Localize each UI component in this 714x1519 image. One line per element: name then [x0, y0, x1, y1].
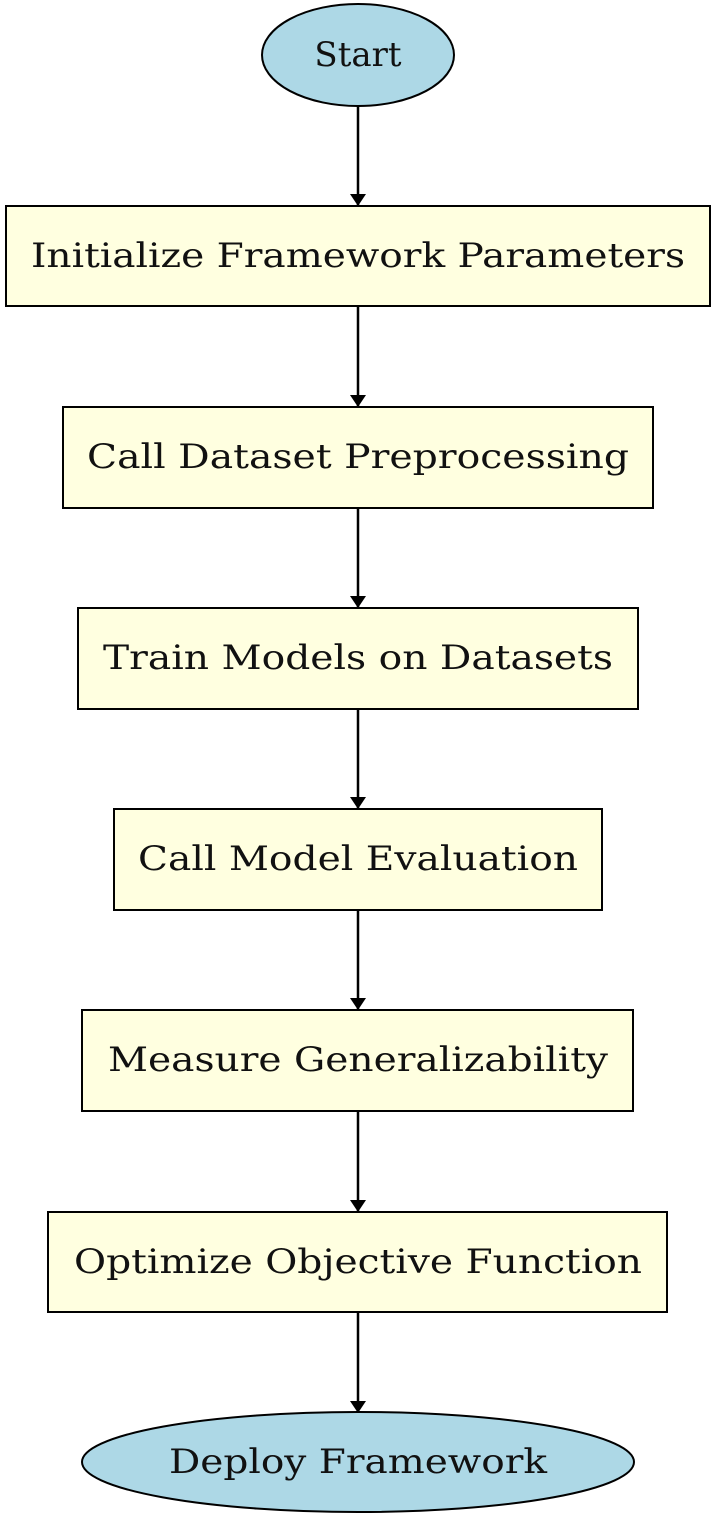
deploy-ellipse — [81, 1411, 635, 1513]
optimize-label: Optimize Objective Function — [74, 1242, 642, 1282]
start-ellipse — [261, 3, 455, 107]
node-initialize-framework-parameters: Initialize Framework Parameters — [5, 205, 711, 307]
generalize-box — [81, 1009, 634, 1112]
node-train-models-on-datasets: Train Models on Datasets — [77, 607, 639, 710]
init-box — [5, 205, 711, 307]
node-start: Start — [261, 3, 455, 107]
start-label: Start — [314, 35, 401, 75]
node-call-dataset-preprocessing: Call Dataset Preprocessing — [62, 406, 654, 509]
node-measure-generalizability: Measure Generalizability — [81, 1009, 634, 1112]
deploy-label: Deploy Framework — [169, 1442, 547, 1482]
node-call-model-evaluation: Call Model Evaluation — [113, 808, 603, 911]
node-optimize-objective-function: Optimize Objective Function — [47, 1211, 668, 1313]
node-deploy-framework: Deploy Framework — [81, 1411, 635, 1513]
init-label: Initialize Framework Parameters — [31, 236, 685, 276]
optimize-box — [47, 1211, 668, 1313]
preprocess-box — [62, 406, 654, 509]
generalize-label: Measure Generalizability — [108, 1040, 609, 1080]
evaluate-box — [113, 808, 603, 911]
train-label: Train Models on Datasets — [103, 638, 613, 678]
preprocess-label: Call Dataset Preprocessing — [87, 437, 629, 477]
train-box — [77, 607, 639, 710]
evaluate-label: Call Model Evaluation — [138, 839, 578, 879]
